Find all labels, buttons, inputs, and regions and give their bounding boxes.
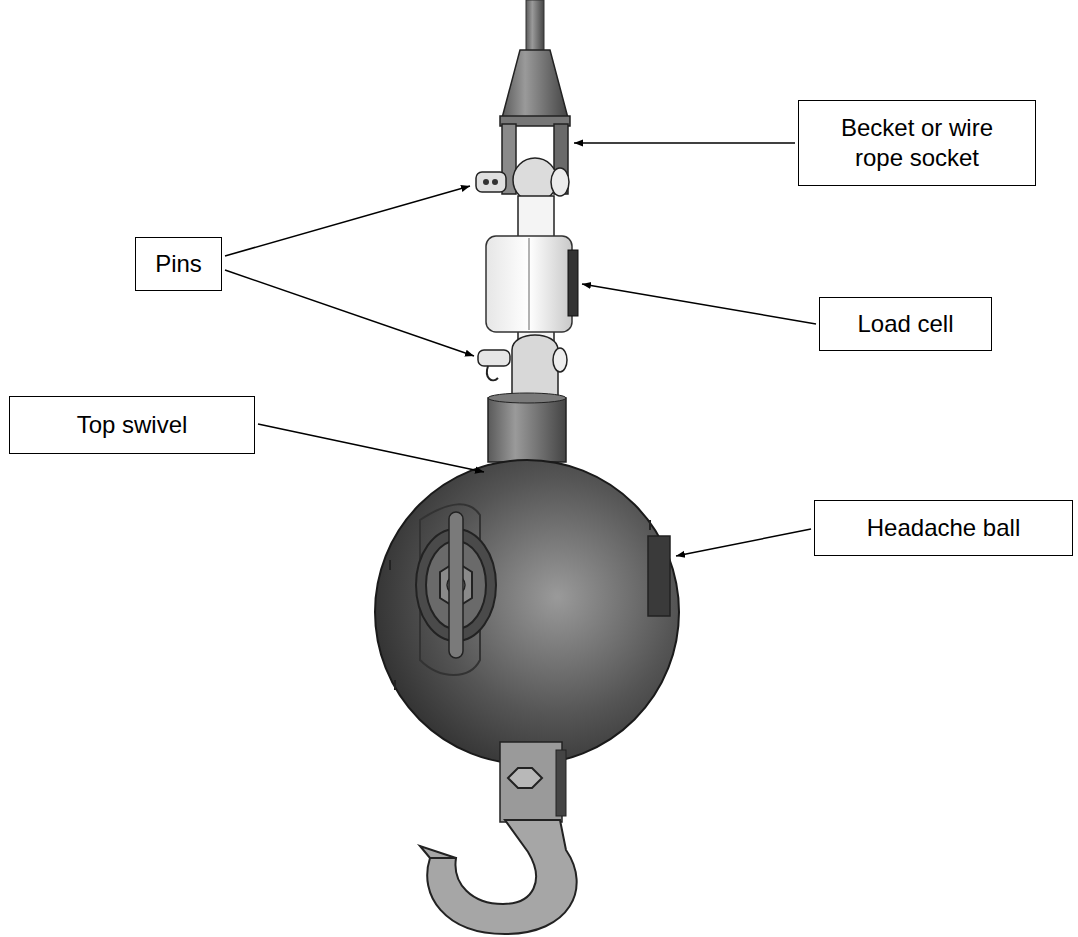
leader-line [574,142,795,144]
callout-box: Pins [135,237,222,291]
leader-lines [225,143,816,556]
leader-line [582,284,816,324]
rope-socket [500,50,570,202]
leader-line [225,186,470,256]
callout-box: Load cell [819,297,992,351]
leader-line [258,424,484,472]
wire-rope [526,0,544,56]
callout-label: Pins [144,249,213,279]
callout-label: Headache ball [823,513,1064,543]
leader-line [676,529,811,556]
callout-box: Headache ball [814,500,1073,556]
upper-pin [476,172,506,192]
leader-line [225,270,474,356]
hook [420,742,577,934]
lower-pin [478,335,567,400]
top-swivel [488,393,566,462]
headache-ball [375,460,679,764]
callout-box: Top swivel [9,396,255,454]
callout-label: Becket or wire rope socket [835,113,999,173]
callout-label: Top swivel [18,410,246,440]
callout-label: Load cell [828,309,983,339]
callout-box: Becket or wire rope socket [798,100,1036,186]
